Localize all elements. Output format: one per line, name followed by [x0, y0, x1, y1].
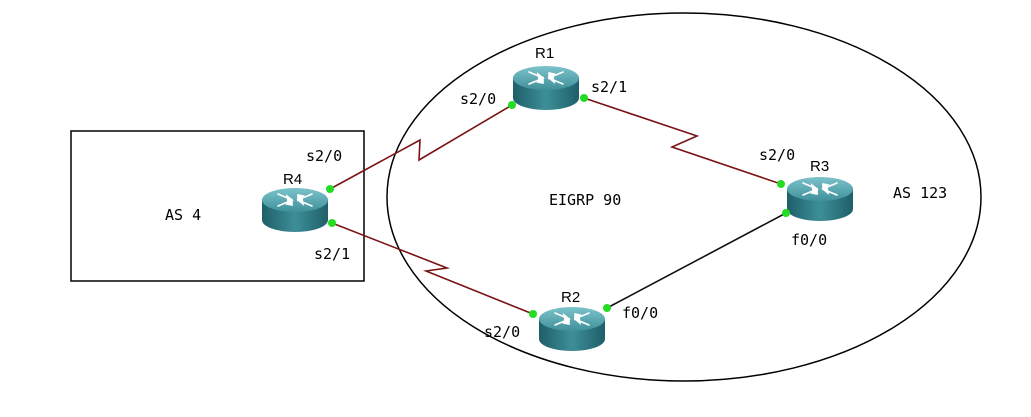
router-name-r2: R2: [561, 289, 580, 306]
link-r4-r2-serial: [331, 222, 534, 315]
router-name-r1: R1: [535, 45, 554, 62]
router-r3[interactable]: [786, 176, 854, 222]
interface-label-r4-s21: s2/1: [314, 245, 350, 263]
link-r2-r3-ethernet: [606, 212, 787, 309]
interface-label-r1-s20: s2/0: [460, 90, 496, 108]
as123-boundary: [386, 12, 982, 382]
port-dot-r3-f00[interactable]: [782, 209, 790, 217]
router-r1[interactable]: [512, 65, 580, 111]
interface-label-r2-f00: f0/0: [622, 304, 658, 322]
link-r1-r3-serial: [583, 97, 782, 185]
as4-label: AS 4: [165, 206, 201, 224]
port-dot-r3-s20[interactable]: [777, 180, 785, 188]
port-dot-r1-s20[interactable]: [508, 101, 516, 109]
eigrp-label: EIGRP 90: [549, 191, 621, 209]
router-icon: [786, 176, 854, 222]
router-icon: [538, 306, 606, 352]
port-dot-r2-f00[interactable]: [603, 304, 611, 312]
port-dot-r2-s20[interactable]: [529, 310, 537, 318]
router-r4[interactable]: [261, 187, 329, 233]
link-r4-r1-serial: [329, 104, 513, 190]
router-name-r3: R3: [810, 158, 829, 175]
port-dot-r4-s21[interactable]: [328, 219, 336, 227]
interface-label-r3-s20: s2/0: [759, 146, 795, 164]
interface-label-r3-f00: f0/0: [791, 231, 827, 249]
interface-label-r2-s20: s2/0: [484, 323, 520, 341]
router-icon: [261, 187, 329, 233]
as123-label: AS 123: [893, 184, 947, 202]
as4-boundary: [70, 130, 365, 282]
router-icon: [512, 65, 580, 111]
interface-label-r1-s21: s2/1: [591, 78, 627, 96]
port-dot-r1-s21[interactable]: [580, 94, 588, 102]
interface-label-r4-s20: s2/0: [306, 147, 342, 165]
port-dot-r4-s20[interactable]: [326, 185, 334, 193]
router-r2[interactable]: [538, 306, 606, 352]
router-name-r4: R4: [283, 171, 302, 188]
